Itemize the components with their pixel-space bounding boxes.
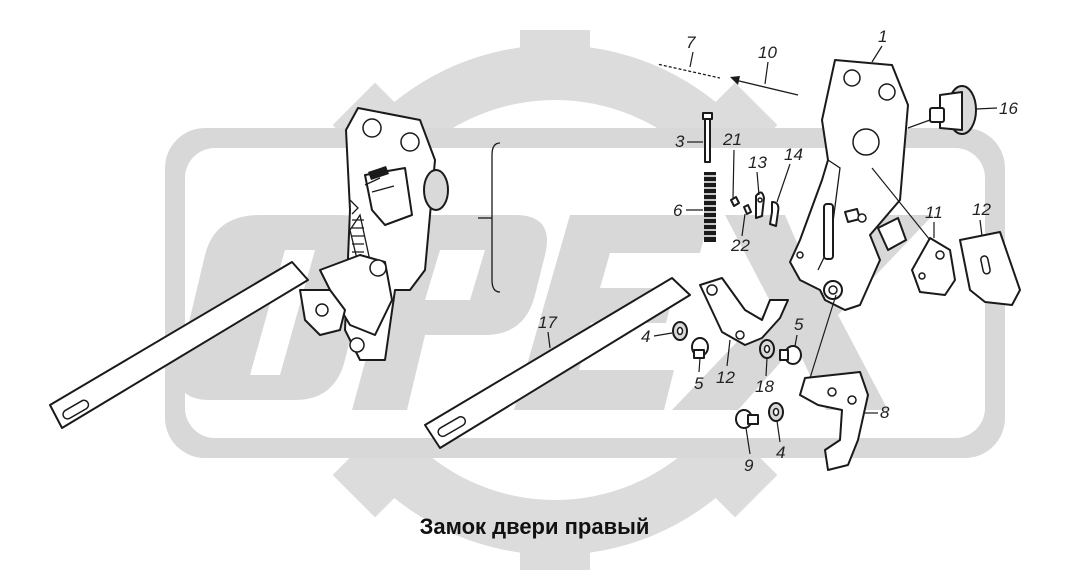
part-13-lever: [699, 277, 789, 346]
part-5-bolt-upper: [779, 345, 802, 365]
part-6-spring: [704, 172, 716, 242]
callout-4-lower: 4: [776, 443, 785, 462]
callout-5-upper: 5: [794, 315, 804, 334]
callout-labels: 7 10 1 16 3 21 13 14 6 22 11 12: [538, 27, 1018, 475]
part-4-washer-lower: [768, 402, 784, 422]
callout-11: 12: [972, 200, 991, 219]
part-16-button: [907, 85, 977, 135]
part-12-pin: [730, 76, 799, 96]
part-9-bolt: [735, 409, 759, 429]
part-10-cam: [871, 167, 956, 296]
part-21-22-small: [730, 196, 752, 215]
callout-4-upper: 4: [641, 327, 650, 346]
callout-8: 8: [880, 403, 890, 422]
callout-16: 16: [999, 99, 1018, 118]
part-3-rod: [702, 112, 713, 163]
part-18-washer: [759, 339, 775, 359]
diagram-caption: Замок двери правый: [419, 514, 650, 539]
callout-18: 18: [755, 377, 774, 396]
callout-5-lower: 5: [694, 374, 704, 393]
part-11-cover: [959, 231, 1021, 306]
part-7-spring: [656, 63, 721, 79]
part-17-rod: [424, 277, 691, 449]
callout-1: 1: [878, 27, 887, 46]
callout-15: 14: [784, 145, 803, 164]
callout-21: 21: [722, 130, 742, 149]
part-15-clip: [769, 201, 780, 227]
part-14-clip: [755, 191, 765, 219]
callout-22: 22: [730, 236, 750, 255]
assembled-lock: [49, 107, 501, 429]
callout-3: 3: [675, 132, 685, 151]
part-4-washer-upper: [672, 321, 688, 341]
callout-17: 17: [538, 313, 557, 332]
part-1-plate: [789, 59, 909, 311]
callout-14: 13: [748, 153, 767, 172]
callout-13: 12: [716, 368, 735, 387]
callout-10: 11: [925, 203, 943, 222]
callout-6: 6: [673, 201, 683, 220]
part-8-bracket: [799, 294, 869, 471]
callout-12: 10: [758, 43, 777, 62]
part-5-bolt-lower: [691, 337, 709, 359]
callout-7: 7: [686, 33, 696, 52]
callout-9: 9: [744, 456, 754, 475]
